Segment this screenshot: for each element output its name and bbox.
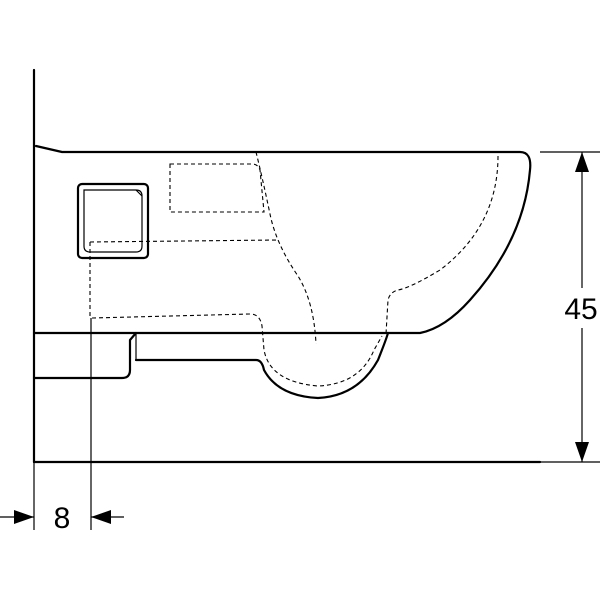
hidden-line-inner-bowl	[255, 151, 317, 345]
hidden-line-rim	[385, 155, 499, 335]
offset-arrow-left	[14, 510, 34, 524]
toilet-bowl-outline	[32, 144, 532, 335]
height-arrow-top	[575, 152, 589, 172]
mounting-block-diagonal	[135, 189, 143, 197]
offset-arrow-right	[91, 510, 111, 524]
trap-outline	[134, 331, 390, 400]
hidden-line-flush-channel	[169, 163, 265, 213]
height-arrow-bottom	[575, 442, 589, 462]
toilet-base-outline	[32, 331, 138, 380]
hidden-line-inlet	[89, 239, 279, 243]
mounting-block	[76, 182, 150, 260]
mounting-block-inner	[83, 189, 143, 253]
height-dimension-label: 45	[564, 293, 597, 326]
bowl-top-edge	[35, 145, 63, 153]
hidden-line-drain	[91, 313, 383, 387]
offset-dimension-label: 8	[54, 502, 71, 535]
